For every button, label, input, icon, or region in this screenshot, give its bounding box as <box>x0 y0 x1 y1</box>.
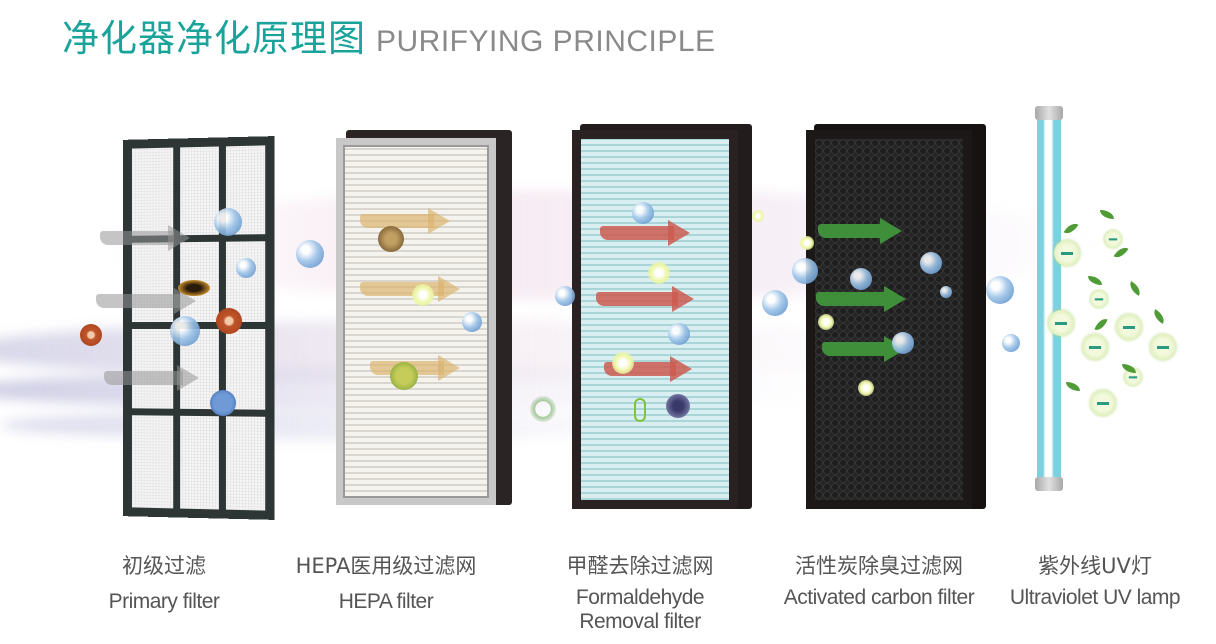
glow-particle-icon <box>818 314 834 330</box>
mold-icon <box>530 396 556 422</box>
caption-en: Activated carbon filter <box>783 586 975 609</box>
formaldehyde-pleated-media <box>572 130 738 509</box>
water-bubble-icon <box>850 268 872 290</box>
caption-primary-filter: 初级过滤 Primary filter <box>96 552 232 614</box>
caption-cn: 初级过滤 <box>122 554 206 578</box>
caption-en: HEPA filter <box>338 590 434 613</box>
water-bubble-icon <box>792 258 818 284</box>
water-bubble-icon <box>892 332 914 354</box>
airflow-arrow-icon <box>600 220 690 246</box>
negative-ion-icon <box>1123 367 1143 387</box>
water-bubble-icon <box>940 286 952 298</box>
leaf-icon <box>1066 382 1080 391</box>
leaf-icon <box>1126 281 1144 296</box>
glow-particle-icon <box>752 210 764 222</box>
pollen-icon <box>80 324 102 346</box>
airflow-arrow-icon <box>816 286 906 312</box>
caption-cn: 甲醛去除过滤网 <box>566 554 714 578</box>
caption-en-line2: Removal filter <box>579 610 701 633</box>
mold-spore-icon <box>378 226 404 252</box>
airflow-arrow-icon <box>818 218 902 244</box>
formaldehyde-filter-image <box>572 124 752 509</box>
water-bubble-icon <box>555 286 575 306</box>
water-bubble-icon <box>462 312 482 332</box>
caption-en-line1: Formaldehyde <box>575 586 705 609</box>
leaf-icon <box>1094 316 1108 333</box>
dust-particle-icon <box>178 280 210 296</box>
caption-uv-lamp: 紫外线UV灯 Ultraviolet UV lamp <box>1002 552 1188 610</box>
caption-cn: HEPA医用级过滤网 <box>295 554 477 578</box>
leaf-icon <box>1150 309 1168 324</box>
glow-particle-icon <box>648 262 670 284</box>
purification-diagram <box>0 90 1216 540</box>
water-bubble-icon <box>170 316 200 346</box>
negative-ion-icon <box>1054 240 1080 266</box>
glow-particle-icon <box>412 284 434 306</box>
virus-icon <box>666 394 690 418</box>
pollen-icon <box>216 308 242 334</box>
bacteria-icon <box>634 398 646 422</box>
uv-tube <box>1037 118 1061 478</box>
page-title: 净化器净化原理图 PURIFYING PRINCIPLE <box>62 14 716 64</box>
glow-particle-icon <box>612 352 634 374</box>
airflow-arrow-icon <box>100 225 190 251</box>
caption-formaldehyde-filter: 甲醛去除过滤网 Formaldehyde Removal filter <box>548 552 732 634</box>
caption-hepa-filter: HEPA医用级过滤网 HEPA filter <box>268 552 504 614</box>
glow-particle-icon <box>800 236 814 250</box>
airflow-arrow-icon <box>360 276 460 302</box>
leaf-icon <box>1100 210 1114 219</box>
negative-ion-icon <box>1116 314 1142 340</box>
airflow-arrow-icon <box>104 365 199 391</box>
glow-particle-icon <box>858 380 874 396</box>
negative-ion-icon <box>1089 289 1109 309</box>
negative-ion-icon <box>1090 390 1116 416</box>
airflow-arrow-icon <box>360 208 450 234</box>
leaf-icon <box>1122 364 1136 373</box>
dust-mite-icon <box>210 390 236 416</box>
carbon-honeycomb-media <box>806 130 972 509</box>
airflow-arrow-icon <box>596 286 694 312</box>
water-bubble-icon <box>214 208 242 236</box>
virus-icon <box>390 362 418 390</box>
uv-lamp-image <box>1035 106 1063 491</box>
title-chinese: 净化器净化原理图 <box>62 17 366 60</box>
negative-ion-icon <box>1150 334 1176 360</box>
negative-ion-icon <box>1082 334 1108 360</box>
carbon-filter-image <box>806 124 986 509</box>
negative-ion-icon <box>1048 310 1074 336</box>
grid-bar <box>131 408 266 417</box>
uv-lamp-cap-bottom <box>1035 477 1063 491</box>
water-bubble-icon <box>762 290 788 316</box>
hepa-filter-image <box>336 130 512 505</box>
water-bubble-icon <box>1002 334 1020 352</box>
caption-cn: 活性炭除臭过滤网 <box>795 554 963 578</box>
water-bubble-icon <box>986 276 1014 304</box>
caption-en: Ultraviolet UV lamp <box>1009 586 1181 609</box>
water-bubble-icon <box>920 252 942 274</box>
title-english: PURIFYING PRINCIPLE <box>376 25 716 58</box>
negative-ion-icon <box>1103 229 1123 249</box>
uv-lamp-cap-top <box>1035 106 1063 120</box>
caption-cn: 紫外线UV灯 <box>1038 554 1152 578</box>
water-bubble-icon <box>632 202 654 224</box>
leaf-icon <box>1088 276 1102 285</box>
caption-carbon-filter: 活性炭除臭过滤网 Activated carbon filter <box>766 552 992 610</box>
caption-en: Primary filter <box>108 590 220 613</box>
water-bubble-icon <box>296 240 324 268</box>
water-bubble-icon <box>668 323 690 345</box>
water-bubble-icon <box>236 258 256 278</box>
